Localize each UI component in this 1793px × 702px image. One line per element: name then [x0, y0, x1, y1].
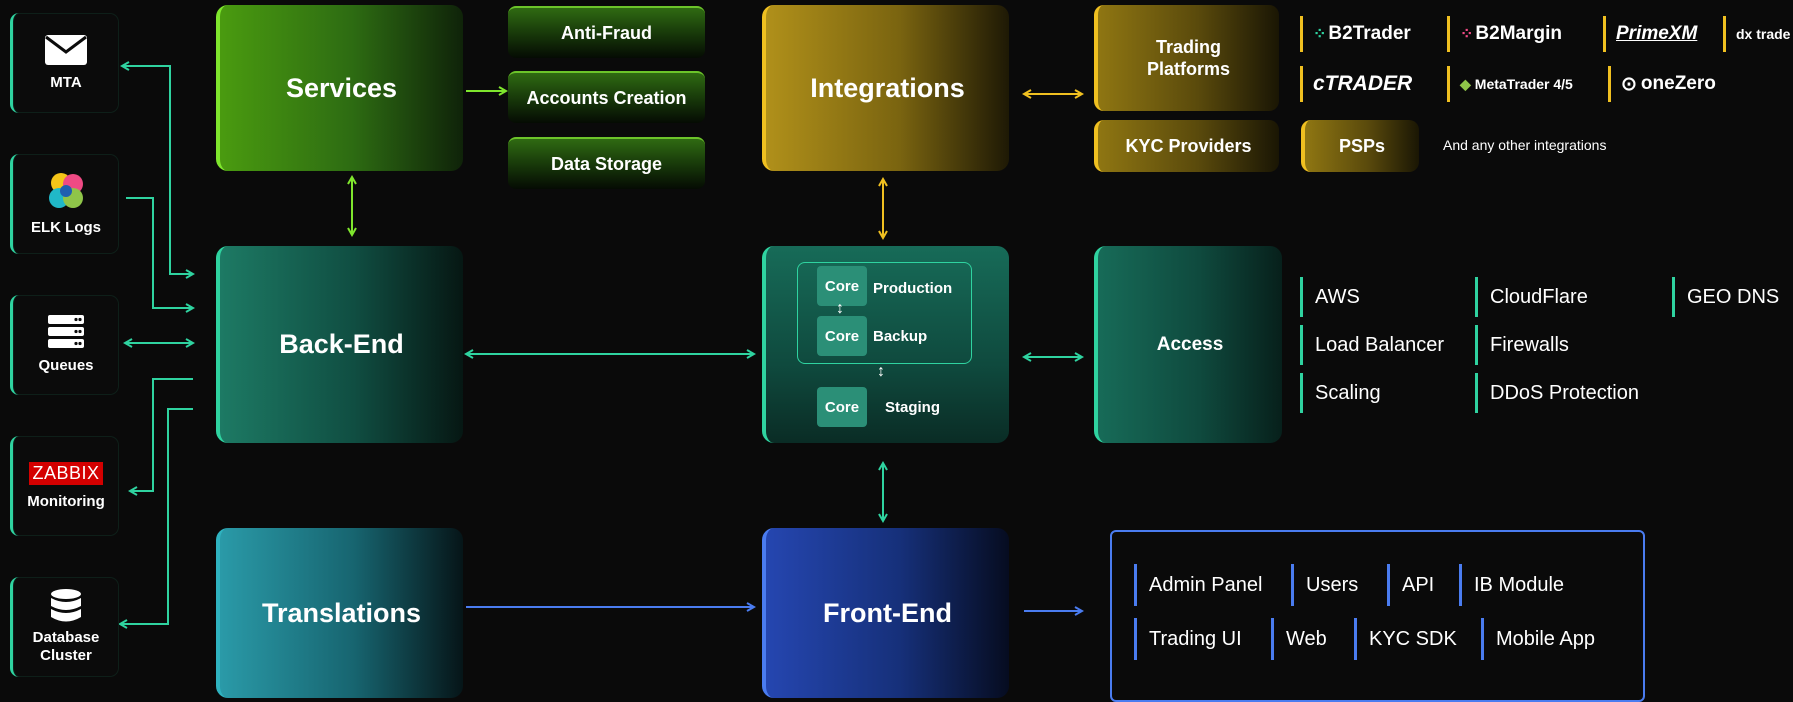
- translations-box: Translations: [216, 528, 463, 698]
- service-accounts-creation-label: Accounts Creation: [526, 87, 687, 108]
- core-staging-label: Staging: [885, 399, 940, 416]
- trading-platforms-box: Trading Platforms: [1094, 5, 1279, 111]
- primexm-logo-text: PrimeXM: [1616, 23, 1698, 44]
- backend-box: Back-End: [216, 246, 463, 443]
- frontend-item-api: API: [1387, 564, 1434, 606]
- psps-box: PSPs: [1301, 120, 1419, 172]
- metatrader-mark-icon: ◆: [1460, 75, 1471, 92]
- primexm-logo: PrimeXM: [1603, 16, 1697, 52]
- service-data-storage: Data Storage: [508, 137, 705, 189]
- kyc-providers-box: KYC Providers: [1094, 120, 1279, 172]
- database-cluster-label: Database Cluster: [32, 629, 100, 664]
- b2trader-logo: ⁘ B2Trader: [1300, 16, 1411, 52]
- b2margin-logo: ⁘ B2Margin: [1447, 16, 1562, 52]
- services-box: Services: [216, 5, 463, 171]
- elk-logo-icon: [45, 171, 87, 211]
- dxtrade-logo: dx trade: [1723, 16, 1790, 52]
- kyc-providers-label: KYC Providers: [1125, 136, 1252, 156]
- monitoring-node: ZABBIX Monitoring: [10, 436, 119, 536]
- core-chip-staging: Core: [817, 387, 867, 427]
- access-item-cloudflare: CloudFlare: [1475, 277, 1588, 317]
- access-item-firewalls: Firewalls: [1475, 325, 1569, 365]
- frontend-components-panel: [1110, 530, 1645, 702]
- queues-node: Queues: [10, 295, 119, 395]
- services-title: Services: [285, 72, 398, 103]
- ctrader-logo: cTRADER: [1300, 66, 1412, 102]
- monitoring-label: Monitoring: [27, 492, 105, 510]
- zabbix-logo-icon: ZABBIX: [29, 461, 103, 485]
- frontend-item-users: Users: [1291, 564, 1358, 606]
- metatrader-logo-text: MetaTrader 4/5: [1474, 76, 1573, 92]
- integrations-box: Integrations: [762, 5, 1009, 171]
- onezero-mark-icon: ⊙: [1621, 73, 1637, 95]
- metatrader-logo: ◆ MetaTrader 4/5: [1447, 66, 1573, 102]
- b2margin-mark-icon: ⁘: [1460, 26, 1474, 43]
- access-box: Access: [1094, 246, 1282, 443]
- translations-title: Translations: [261, 597, 422, 628]
- core-backup-label: Backup: [873, 328, 928, 345]
- mta-label: MTA: [50, 74, 82, 91]
- frontend-item-kyc-sdk: KYC SDK: [1354, 618, 1457, 660]
- access-title: Access: [1156, 333, 1224, 355]
- access-item-ddos-protection: DDoS Protection: [1475, 373, 1639, 413]
- trading-platforms-label: Trading Platforms: [1146, 37, 1231, 79]
- elk-logs-label: ELK Logs: [31, 219, 101, 236]
- frontend-item-ib-module: IB Module: [1459, 564, 1564, 606]
- frontend-box: Front-End: [762, 528, 1009, 698]
- frontend-item-trading-ui: Trading UI: [1134, 618, 1242, 660]
- queues-label: Queues: [38, 357, 94, 374]
- integrations-title: Integrations: [810, 72, 965, 103]
- core-sync-arrow-icon: ↕: [836, 300, 844, 317]
- frontend-item-admin-panel: Admin Panel: [1134, 564, 1262, 606]
- access-item-aws: AWS: [1300, 277, 1360, 317]
- service-anti-fraud: Anti-Fraud: [508, 6, 705, 58]
- b2trader-logo-text: B2Trader: [1328, 23, 1411, 44]
- backend-title: Back-End: [279, 329, 404, 359]
- onezero-logo: ⊙ oneZero: [1608, 66, 1716, 102]
- core-deploy-arrow-icon: ↕: [877, 363, 885, 380]
- ctrader-logo-text: cTRADER: [1313, 72, 1413, 95]
- envelope-icon: [44, 34, 88, 66]
- mta-node: MTA: [10, 13, 119, 113]
- frontend-item-web: Web: [1271, 618, 1327, 660]
- b2trader-mark-icon: ⁘: [1313, 26, 1327, 43]
- arrow-backend-to-mta: [122, 66, 193, 274]
- service-data-storage-label: Data Storage: [550, 153, 663, 174]
- b2margin-logo-text: B2Margin: [1475, 23, 1562, 44]
- service-anti-fraud-label: Anti-Fraud: [561, 22, 652, 43]
- access-item-scaling: Scaling: [1300, 373, 1381, 413]
- service-accounts-creation: Accounts Creation: [508, 71, 705, 123]
- elk-logs-node: ELK Logs: [10, 154, 119, 254]
- other-integrations-note: And any other integrations: [1443, 137, 1607, 153]
- frontend-title: Front-End: [823, 597, 952, 628]
- core-chip-production: Core: [817, 266, 867, 306]
- core-box: [762, 246, 1009, 443]
- access-item-geo-dns: GEO DNS: [1672, 277, 1779, 317]
- psps-label: PSPs: [1338, 136, 1386, 156]
- core-chip-backup: Core: [817, 316, 867, 356]
- database-icon: [50, 589, 82, 623]
- core-production-group: [797, 262, 972, 364]
- dxtrade-logo-text: dx trade: [1736, 26, 1791, 42]
- access-item-load-balancer: Load Balancer: [1300, 325, 1444, 365]
- arrow-backend-to-database: [120, 408, 193, 624]
- arrow-elk-to-backend: [126, 197, 193, 308]
- core-production-label: Production: [873, 280, 953, 297]
- arrow-backend-to-monitoring: [130, 378, 193, 491]
- server-stack-icon: [48, 315, 84, 349]
- frontend-item-mobile-app: Mobile App: [1481, 618, 1595, 660]
- onezero-logo-text: oneZero: [1640, 73, 1716, 94]
- database-cluster-node: Database Cluster: [10, 577, 119, 677]
